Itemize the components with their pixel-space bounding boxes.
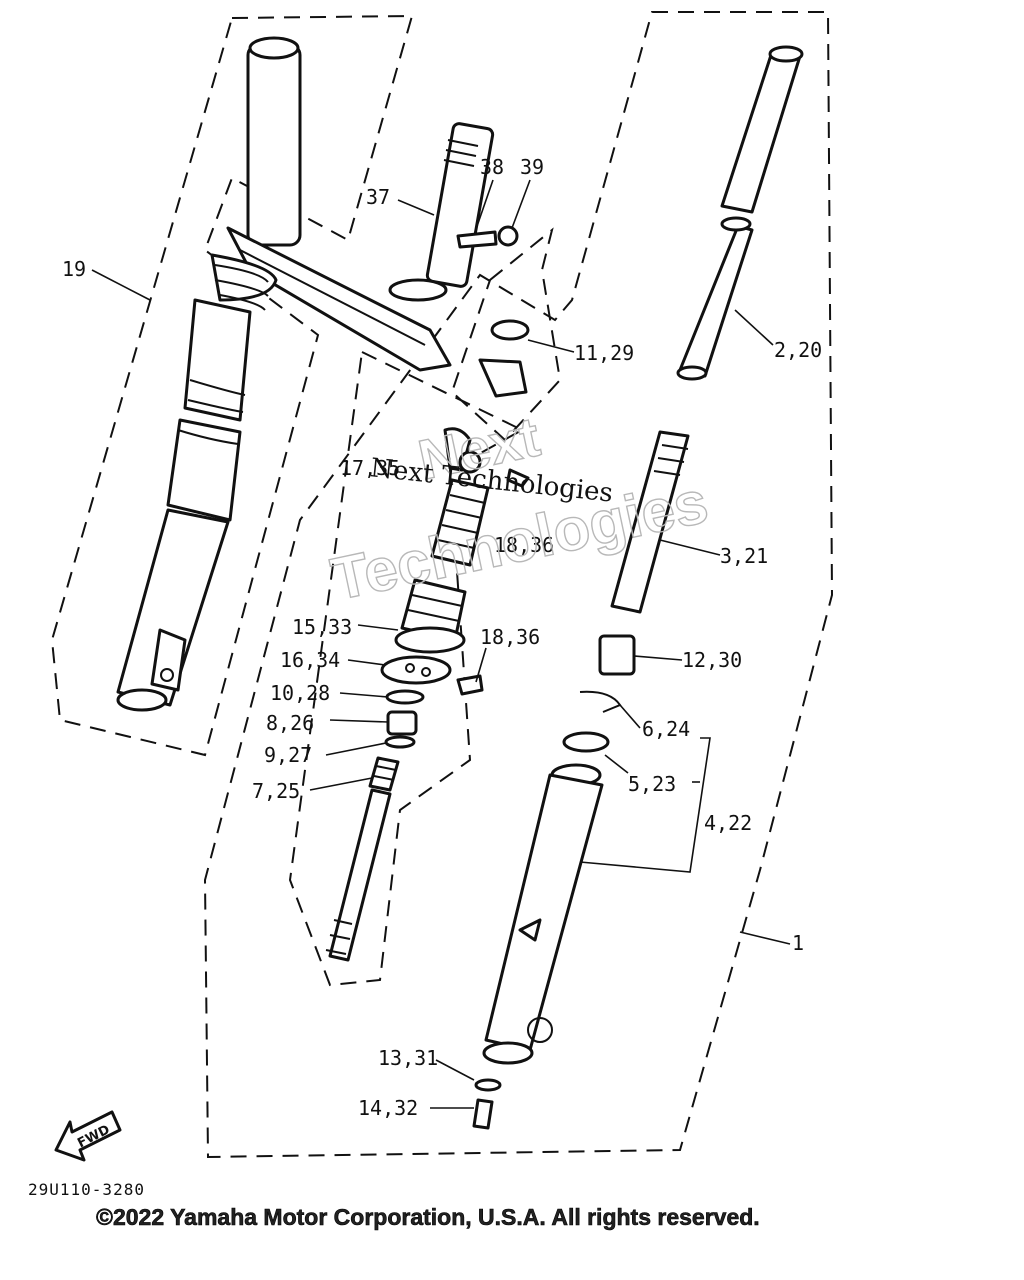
label-16-34: 16,34 xyxy=(280,648,340,672)
label-4-22: 4,22 xyxy=(704,811,752,835)
steering-shaft-37 xyxy=(388,122,519,302)
bracket-group-outline xyxy=(450,227,562,442)
left-fork-group-outline xyxy=(50,14,414,757)
label-18-36-upper: 18,36 xyxy=(494,533,554,557)
label-7-25: 7,25 xyxy=(252,779,300,803)
label-8-26: 8,26 xyxy=(266,711,314,735)
label-10-28: 10,28 xyxy=(270,681,330,705)
label-3-21: 3,21 xyxy=(720,544,768,568)
label-39: 39 xyxy=(520,155,544,179)
label-2-20: 2,20 xyxy=(774,338,822,362)
label-18-36-lower: 18,36 xyxy=(480,625,540,649)
cap-11-29 xyxy=(490,319,530,341)
label-15-33: 15,33 xyxy=(292,615,352,639)
fork-tube-parts xyxy=(472,45,804,1130)
inner-parts-group-outline xyxy=(288,350,525,987)
leader-lines xyxy=(91,179,791,1109)
label-14-32: 14,32 xyxy=(358,1096,418,1120)
label-6-24: 6,24 xyxy=(642,717,690,741)
label-11-29: 11,29 xyxy=(574,341,634,365)
drawing-code: 29U110-3280 xyxy=(28,1180,145,1199)
bracket-part xyxy=(478,358,528,398)
label-13-31: 13,31 xyxy=(378,1046,438,1070)
label-9-27: 9,27 xyxy=(264,743,312,767)
label-1: 1 xyxy=(792,931,804,955)
label-38: 38 xyxy=(480,155,504,179)
label-37: 37 xyxy=(366,185,390,209)
right-fork-group-outline xyxy=(203,11,834,1159)
label-12-30: 12,30 xyxy=(682,648,742,672)
label-19: 19 xyxy=(62,257,86,281)
fwd-arrow-icon: FWD xyxy=(54,1110,122,1162)
copyright-notice: ©2022 Yamaha Motor Corporation, U.S.A. A… xyxy=(96,1204,760,1231)
damper-rod-parts xyxy=(325,427,530,962)
label-17-35: 17,35 xyxy=(340,456,400,480)
fork-assembly-19 xyxy=(116,36,452,712)
label-5-23: 5,23 xyxy=(628,772,676,796)
